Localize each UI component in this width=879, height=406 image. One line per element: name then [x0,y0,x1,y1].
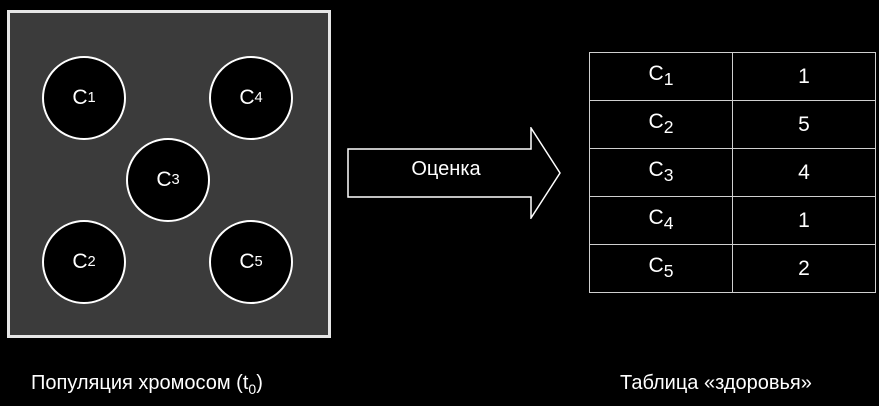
fitness-value-cell: 2 [732,244,876,293]
cell-index: 5 [663,261,674,282]
chromosome-letter: C [72,250,88,273]
chromosome-name-cell: C1 [589,52,733,101]
population-caption: Популяция хромосом (t0) [31,372,263,397]
chromosome-name-cell: C3 [589,148,733,197]
fitness-value-cell: 5 [732,100,876,149]
population-caption-subscript: 0 [248,380,257,397]
chromosome-name-cell: C5 [589,244,733,293]
chromosome-name-cell: C4 [589,196,733,245]
cell-letter: C [648,158,664,182]
chromosome-letter: C [156,168,172,191]
table-row: C4 1 [589,196,876,245]
population-caption-end: ) [256,372,263,394]
fitness-table-caption: Таблица «здоровья» [620,372,812,394]
evaluation-arrow-icon [347,127,561,219]
cell-index: 2 [663,117,674,138]
cell-index: 3 [663,165,674,186]
fitness-value-cell: 1 [732,196,876,245]
table-row: C2 5 [589,100,876,149]
chromosome-letter: C [239,250,255,273]
cell-index: 1 [663,69,674,90]
cell-letter: C [648,254,664,278]
arrow-label: Оценка [411,158,481,180]
chromosome-name-cell: C2 [589,100,733,149]
table-row: C5 2 [589,244,876,293]
fitness-table: C1 1 C2 5 C3 4 C4 1 C5 2 [589,52,876,293]
cell-letter: C [648,62,664,86]
table-row: C3 4 [589,148,876,197]
table-row: C1 1 [589,52,876,101]
chromosome-letter: C [239,86,255,109]
cell-index: 4 [663,213,674,234]
cell-letter: C [648,206,664,230]
fitness-value-cell: 1 [732,52,876,101]
chromosome-letter: C [72,86,88,109]
fitness-value-cell: 4 [732,148,876,197]
cell-letter: C [648,110,664,134]
population-caption-text: Популяция хромосом (t [31,372,249,394]
